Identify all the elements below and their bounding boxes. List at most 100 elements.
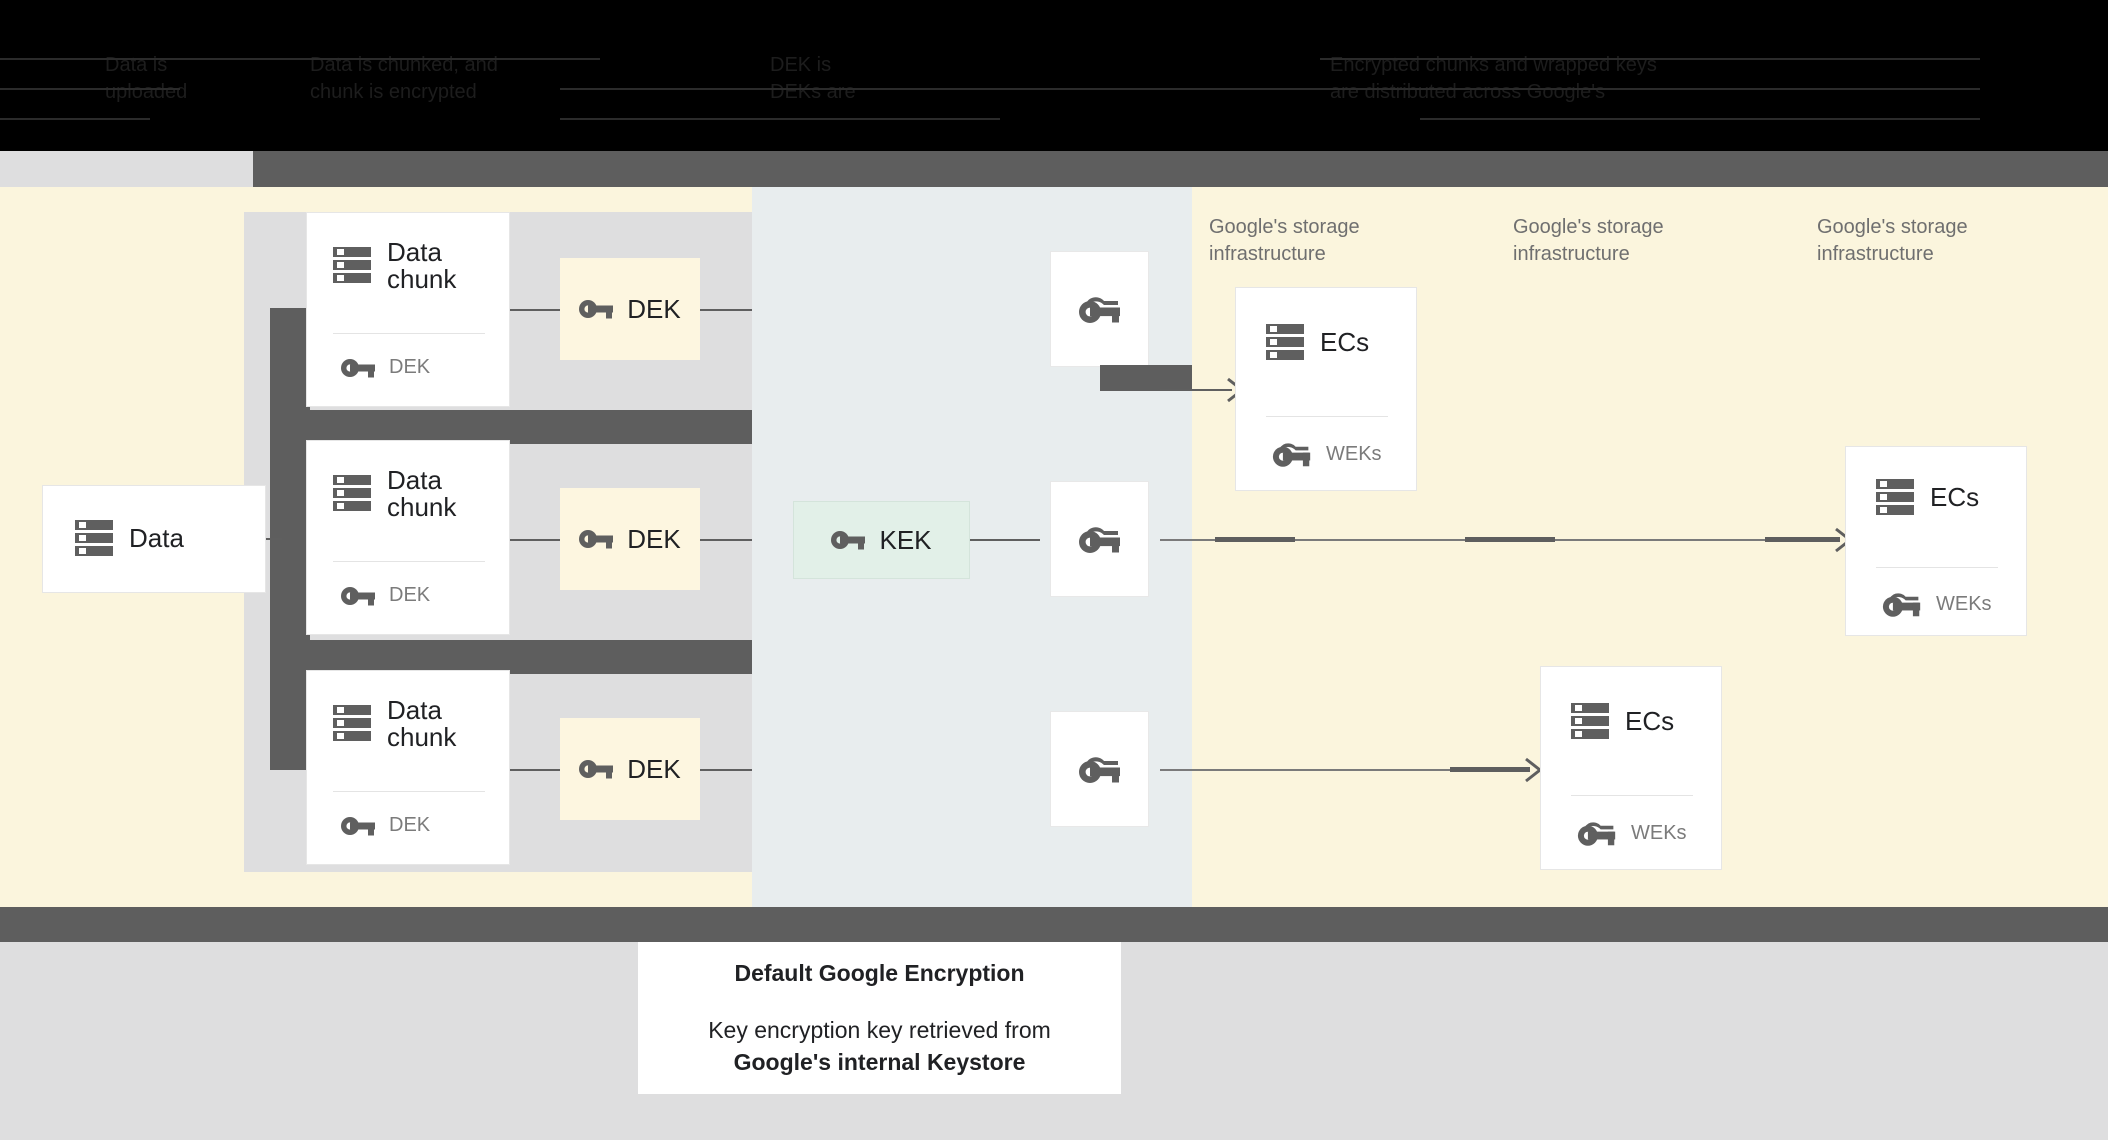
card-data[interactable]: Data bbox=[42, 485, 266, 593]
connector-wek2-seg3 bbox=[1765, 537, 1840, 542]
header-rule bbox=[560, 88, 1120, 90]
database-icon bbox=[333, 703, 371, 743]
header-rule bbox=[1320, 58, 1980, 60]
card-wrapped-key[interactable] bbox=[1050, 481, 1149, 597]
ecs-header: ECs bbox=[1571, 701, 1674, 741]
connector-wek3-to-ec2 bbox=[1160, 769, 1530, 771]
ecs-label: ECs bbox=[1625, 706, 1675, 736]
chunk-label-line1: Data bbox=[387, 237, 442, 267]
header-col1-line1: Data is bbox=[105, 54, 168, 76]
double-key-icon bbox=[1272, 440, 1312, 468]
header-rule bbox=[0, 88, 180, 90]
double-key-icon bbox=[1078, 294, 1122, 324]
header-rule bbox=[1020, 88, 1460, 90]
header-col2-line2: chunk is encrypted bbox=[310, 81, 477, 103]
chunk-label: Data chunk bbox=[387, 467, 456, 521]
kek-label: KEK bbox=[879, 524, 932, 555]
box-kek[interactable]: KEK bbox=[793, 501, 970, 579]
box-dek[interactable]: DEK bbox=[560, 488, 700, 590]
dek-label: DEK bbox=[627, 523, 681, 554]
header-column-3: DEK is DEKs are bbox=[770, 52, 1030, 106]
double-key-icon bbox=[1078, 754, 1122, 784]
header-col2-line1: Data is chunked, and bbox=[310, 54, 498, 76]
card-ecs[interactable]: ECs WEKs bbox=[1235, 287, 1417, 491]
card-data-chunk[interactable]: Data chunk DEK bbox=[306, 670, 510, 865]
caption-title: Default Google Encryption bbox=[734, 960, 1025, 986]
header-rule bbox=[300, 58, 600, 60]
card-data-label: Data bbox=[129, 523, 184, 553]
key-icon bbox=[579, 298, 614, 320]
ecs-header: ECs bbox=[1876, 477, 1979, 517]
connector-wek1-thick bbox=[1100, 365, 1192, 391]
card-divider bbox=[333, 561, 485, 562]
card-wrapped-key[interactable] bbox=[1050, 711, 1149, 827]
chunk-header: Data chunk bbox=[333, 467, 456, 521]
connector-chunk3-dek3 bbox=[510, 769, 560, 771]
database-icon bbox=[1876, 477, 1914, 517]
database-icon bbox=[1571, 701, 1609, 741]
caption-line1: Key encryption key retrieved from bbox=[708, 1017, 1051, 1043]
ecs-label: ECs bbox=[1930, 482, 1980, 512]
database-icon bbox=[75, 518, 113, 558]
connector-wek2-seg1 bbox=[1215, 537, 1295, 542]
header-rule bbox=[560, 118, 1000, 120]
storage-label-line1: Google's storage bbox=[1209, 216, 1360, 238]
connector-chunk1-dek1 bbox=[510, 309, 560, 311]
card-ecs[interactable]: ECs WEKs bbox=[1540, 666, 1722, 870]
header-rule bbox=[0, 118, 150, 120]
header-col4-line2: are distributed across Google's bbox=[1330, 81, 1606, 103]
storage-label: Google's storage infrastructure bbox=[1817, 214, 2037, 268]
header-rule bbox=[1300, 88, 1980, 90]
chunk-header: Data chunk bbox=[333, 697, 456, 751]
header-bar: Data is uploaded Data is chunked, and ch… bbox=[0, 0, 2108, 168]
connector-dek1-out bbox=[700, 309, 752, 311]
chunk-sub: DEK bbox=[341, 356, 430, 379]
header-col3-line1: DEK is bbox=[770, 54, 832, 76]
chunk-sub: DEK bbox=[341, 814, 430, 837]
key-icon bbox=[579, 528, 614, 550]
ecs-sub-label: WEKs bbox=[1631, 821, 1687, 844]
connector-kek-out bbox=[970, 539, 1040, 541]
database-icon bbox=[333, 245, 371, 285]
connector-wek3-seg bbox=[1450, 767, 1530, 772]
chunk-sub-label: DEK bbox=[389, 584, 431, 606]
header-col4-line1: Encrypted chunks and wrapped keys bbox=[1330, 54, 1657, 76]
storage-label-line2: infrastructure bbox=[1817, 243, 1934, 265]
dek-label: DEK bbox=[627, 293, 681, 324]
ecs-sub: WEKs bbox=[1882, 590, 1992, 618]
caption-box: Default Google Encryption Key encryption… bbox=[638, 942, 1121, 1094]
key-icon bbox=[341, 357, 375, 379]
card-data-chunk[interactable]: Data chunk DEK bbox=[306, 440, 510, 635]
database-icon bbox=[333, 473, 371, 513]
card-ecs[interactable]: ECs WEKs bbox=[1845, 446, 2027, 636]
chunk-header: Data chunk bbox=[333, 239, 456, 293]
ecs-header: ECs bbox=[1266, 322, 1369, 362]
ecs-label: ECs bbox=[1320, 327, 1370, 357]
storage-label: Google's storage infrastructure bbox=[1513, 214, 1733, 268]
header-column-2: Data is chunked, and chunk is encrypted bbox=[310, 52, 730, 106]
storage-label-line1: Google's storage bbox=[1817, 216, 1968, 238]
ecs-sub: WEKs bbox=[1272, 440, 1382, 468]
card-data-chunk[interactable]: Data chunk DEK bbox=[306, 212, 510, 407]
connector-chunk2-dek2 bbox=[510, 539, 560, 541]
key-icon bbox=[341, 815, 375, 837]
chunk-label: Data chunk bbox=[387, 239, 456, 293]
storage-label: Google's storage infrastructure bbox=[1209, 214, 1429, 268]
bracket-arm-1 bbox=[270, 410, 752, 444]
box-dek[interactable]: DEK bbox=[560, 718, 700, 820]
chunk-label-line1: Data bbox=[387, 695, 442, 725]
header-rule bbox=[1420, 118, 1980, 120]
ecs-sub-label: WEKs bbox=[1936, 592, 1992, 615]
bracket-arm-2 bbox=[270, 640, 752, 674]
box-dek[interactable]: DEK bbox=[560, 258, 700, 360]
header-rule bbox=[0, 58, 300, 60]
connector-wek1-to-ec1 bbox=[1160, 389, 1232, 391]
double-key-icon bbox=[1577, 819, 1617, 847]
key-icon bbox=[341, 585, 375, 607]
card-wrapped-key[interactable] bbox=[1050, 251, 1149, 367]
header-col3-line2: DEKs are bbox=[770, 81, 856, 103]
storage-label-line2: infrastructure bbox=[1209, 243, 1326, 265]
double-key-icon bbox=[1882, 590, 1922, 618]
database-icon bbox=[1266, 322, 1304, 362]
